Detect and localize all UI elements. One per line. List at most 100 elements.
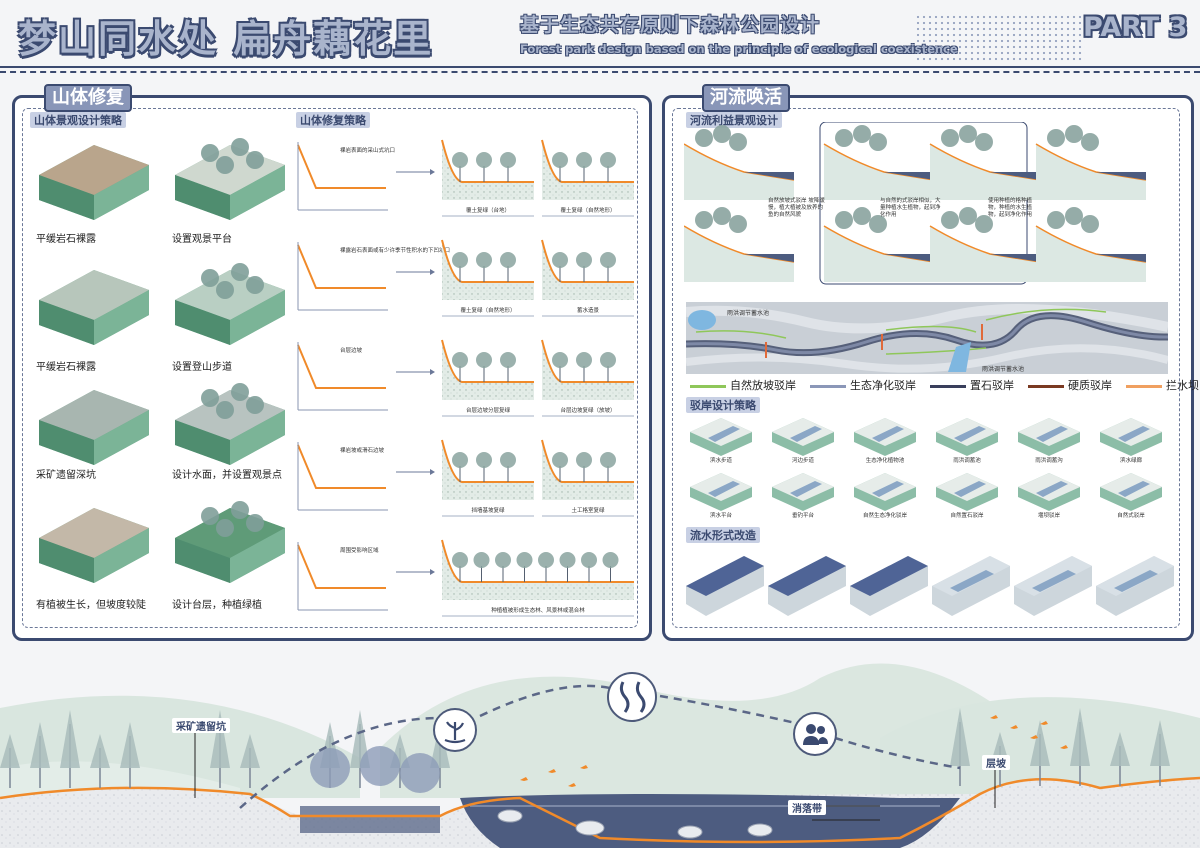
legend-label: 拦水坝 (1166, 379, 1199, 392)
landscape-caption: 设计台层，种植绿植 (172, 600, 262, 611)
header-rule-dashed (0, 71, 1200, 73)
legend-item: 生态净化驳岸 (810, 377, 916, 393)
river-note-1: 自然放坡式驳岸 坡降缓慢，植大植被及放养的鱼的自然风貌 (768, 198, 825, 218)
bank-item-label: 自然生态净化驳岸 (862, 513, 907, 519)
bank-item-label: 垂钓平台 (791, 513, 814, 519)
bank-block (936, 418, 998, 456)
river-diagram (684, 207, 795, 282)
landscape-caption: 平缓岩石裸露 (36, 362, 96, 373)
tree-crown (360, 746, 400, 786)
landscape-caption: 平缓岩石裸露 (36, 234, 96, 245)
river-diagram (929, 125, 1041, 200)
flow-title: 流水形式改造 (686, 527, 760, 543)
landscape-title: 山体景观设计策略 (30, 112, 126, 128)
landscape-block (39, 508, 149, 583)
restore-note: 裸露岩石表面或有少许季节性积水的下凹坑口 (340, 246, 450, 254)
restore-result: 覆土复绿（自然地形） (460, 306, 515, 314)
right-heading: 河流唤活 (702, 84, 790, 112)
section-label-3: 层坡 (982, 755, 1010, 770)
landscape-caption: 设计水面，并设置观景点 (172, 470, 282, 481)
restore-result: 种植植被形成生态林、风景林或混合林 (491, 606, 585, 614)
tree-crown (60, 710, 80, 768)
landscape-block (39, 390, 149, 465)
legend-label: 生态净化驳岸 (850, 379, 916, 392)
bank-item-label: 滨水平台 (709, 513, 732, 519)
legend-item: 自然放坡驳岸 (690, 377, 796, 393)
flow-block (932, 556, 1010, 616)
restore-result: 覆土复绿（台地） (466, 206, 510, 214)
river-diagrams (684, 122, 1147, 285)
bank-block (854, 418, 916, 456)
river-diagram (823, 125, 935, 200)
tree-crown (950, 708, 970, 766)
legend-swatch (930, 384, 966, 388)
landscape-block (175, 138, 285, 220)
legend-item: 硬质驳岸 (1028, 377, 1112, 393)
landscape-block (175, 501, 285, 583)
river-note-3: 使用种植的格种植物，种植的水生植物，起到净化作用 (988, 198, 1033, 218)
map-label-1: 雨洪调节蓄水池 (727, 310, 770, 317)
legend-label: 置石驳岸 (970, 379, 1014, 392)
flow-block (686, 556, 764, 616)
tree-hand-icon (433, 708, 477, 752)
tree-crown (240, 734, 260, 768)
landscape-block (175, 263, 285, 345)
bank-block (1100, 418, 1162, 456)
flow-block (1096, 556, 1174, 616)
landscape-caption: 采矿遗留深坑 (36, 470, 96, 481)
restore-result: 覆土复绿（自然地形） (560, 206, 615, 214)
restore-result: 蓄水造景 (577, 306, 600, 314)
restore-row: 裸岩坡或滑石边坡挡墙基坡复绿土工格室复绿 (297, 439, 634, 517)
landscape-block (39, 145, 149, 220)
legend-label: 自然放坡驳岸 (730, 379, 796, 392)
tree-crown (90, 734, 110, 768)
tree-crown (310, 748, 350, 788)
flow-block (850, 556, 928, 616)
subtitle-cn: 基于生态共存原则下森林公园设计 (520, 14, 821, 36)
left-panel-inner (22, 108, 638, 628)
legend-item: 置石驳岸 (930, 377, 1014, 393)
restore-note: 周围受影响区域 (340, 546, 379, 554)
tree-crown (400, 753, 440, 793)
tree-crown (1110, 732, 1130, 766)
legend-label: 硬质驳岸 (1068, 379, 1112, 392)
river-map (686, 302, 1168, 374)
header-rule (0, 66, 1200, 68)
landscape-caption: 有植被生长，但坡度较陡 (36, 600, 146, 611)
bank-block (1100, 473, 1162, 511)
bank-item-label: 堰坝驳岸 (1037, 513, 1060, 519)
tree-crown (1030, 720, 1050, 766)
restore-note: 裸岩表面的采山式坑口 (340, 146, 395, 154)
bank-title: 驳岸设计策略 (686, 397, 760, 413)
tree-crown (30, 722, 50, 768)
bank-block (1018, 418, 1080, 456)
bank-item-label: 雨洪调蓄沟 (1035, 458, 1063, 464)
restore-note: 裸岩坡或滑石边坡 (340, 446, 385, 454)
restore-result: 台层边坡分层复绿 (466, 406, 511, 414)
subtitle-en: Forest park design based on the principl… (520, 42, 958, 56)
part-label: PART 3 (1083, 12, 1188, 43)
tree-crown (1070, 708, 1090, 766)
bank-item-label: 河边步道 (791, 458, 814, 464)
legend-item: 拦水坝 (1126, 377, 1199, 393)
restore-title: 山体修复策略 (296, 112, 370, 128)
left-heading: 山体修复 (44, 84, 132, 112)
landscape-caption: 设置登山步道 (172, 362, 232, 373)
main-title: 梦山同水处 扁舟藕花里 (18, 17, 434, 61)
section-label-2: 消落带 (788, 800, 826, 815)
bank-item-label: 自然式驳岸 (1117, 513, 1145, 519)
restore-result: 挡墙基坡复绿 (471, 506, 505, 514)
river-legend: 自然放坡驳岸 生态净化驳岸 置石驳岸 硬质驳岸 拦水坝 (690, 377, 1199, 393)
legend-swatch (1028, 384, 1064, 388)
river-diagram (823, 207, 935, 282)
river-diagram (929, 207, 1041, 282)
river-diagram (1035, 207, 1147, 282)
bank-block (772, 418, 834, 456)
bank-item-label: 滨水绿廊 (1119, 458, 1142, 464)
bank-block (854, 473, 916, 511)
dot-pattern (915, 14, 1085, 62)
section-label-1: 采矿遗留坑 (172, 718, 230, 733)
restore-result: 台层边坡复绿（放坡） (560, 406, 615, 414)
